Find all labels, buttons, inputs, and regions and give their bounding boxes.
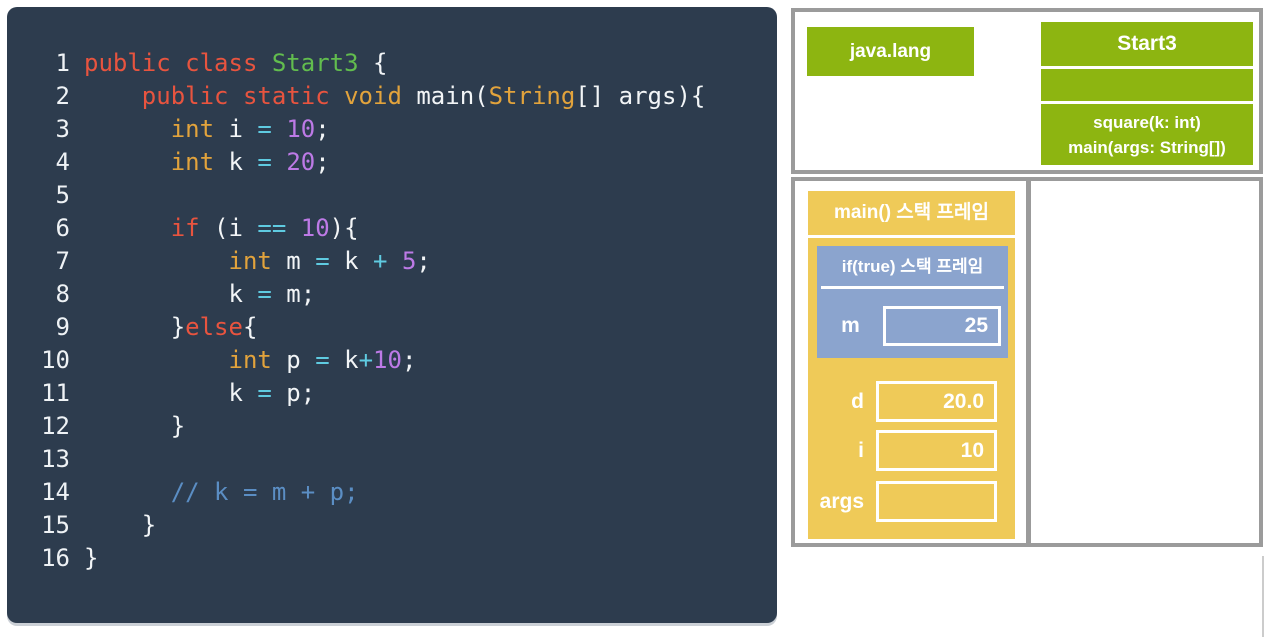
line-number: 11 <box>41 379 70 407</box>
code-line: 9 }else{ <box>40 311 767 344</box>
line-number: 10 <box>41 346 70 374</box>
line-number: 9 <box>55 313 70 341</box>
line-number: 8 <box>55 280 70 308</box>
class-name: Start3 <box>1041 22 1253 66</box>
code-line: 7 int m = k + 5; <box>40 245 767 278</box>
line-number: 14 <box>41 478 70 506</box>
code-line: 5 <box>40 179 767 212</box>
stack-visualization-container: main() 스택 프레임 if(true) 스택 프레임 m 25 d 20.… <box>791 177 1263 547</box>
uml-class-box: Start3 square(k: int) main(args: String[… <box>1041 22 1253 165</box>
code-line: 4 int k = 20; <box>40 146 767 179</box>
code-line: 14 // k = m + p; <box>40 476 767 509</box>
method-square: square(k: int) <box>1093 112 1201 132</box>
right-empty-panel <box>1031 181 1259 543</box>
line-number: 13 <box>41 445 70 473</box>
variable-row-i: i 10 <box>808 430 997 471</box>
main-stack-frame: main() 스택 프레임 if(true) 스택 프레임 m 25 d 20.… <box>808 191 1015 539</box>
class-fields-section <box>1041 69 1253 101</box>
variable-value-box: 25 <box>883 306 1001 346</box>
code-line: 2 public static void main(String[] args)… <box>40 80 767 113</box>
variable-name: d <box>851 389 864 413</box>
code-line: 6 if (i == 10){ <box>40 212 767 245</box>
variable-name: i <box>858 438 864 462</box>
line-number: 2 <box>55 82 70 110</box>
line-number: 15 <box>41 511 70 539</box>
line-number: 3 <box>55 115 70 143</box>
variable-row-d: d 20.0 <box>808 381 997 422</box>
panel-divider <box>1026 181 1031 543</box>
variable-value-box <box>876 481 997 522</box>
package-badge: java.lang <box>807 27 974 76</box>
if-stack-frame: if(true) 스택 프레임 m 25 <box>817 246 1008 358</box>
separator <box>821 286 1004 289</box>
line-number: 5 <box>55 181 70 209</box>
code-line: 11 k = p; <box>40 377 767 410</box>
code-line: 13 <box>40 443 767 476</box>
code-line: 16} <box>40 542 767 575</box>
code-line: 8 k = m; <box>40 278 767 311</box>
if-frame-title: if(true) 스택 프레임 <box>841 257 984 276</box>
variable-name: args <box>819 489 864 513</box>
code-line: 12 } <box>40 410 767 443</box>
uml-diagram-container: java.lang Start3 square(k: int) main(arg… <box>791 8 1263 174</box>
line-number: 7 <box>55 247 70 275</box>
variable-row-args: args <box>808 481 997 522</box>
line-number: 4 <box>55 148 70 176</box>
main-frame-title: main() 스택 프레임 <box>834 202 989 223</box>
class-methods-section: square(k: int) main(args: String[]) <box>1041 104 1253 165</box>
separator <box>808 235 1015 238</box>
line-number: 1 <box>55 49 70 77</box>
variable-row-m: m 25 <box>826 306 1001 346</box>
variable-name: m <box>841 314 860 337</box>
line-number: 16 <box>41 544 70 572</box>
line-number: 12 <box>41 412 70 440</box>
variable-value-box: 20.0 <box>876 381 997 422</box>
variable-value-box: 10 <box>876 430 997 471</box>
code-line: 10 int p = k+10; <box>40 344 767 377</box>
line-number: 6 <box>55 214 70 242</box>
window-edge-line <box>1262 556 1264 637</box>
method-main: main(args: String[]) <box>1068 137 1226 157</box>
code-line: 3 int i = 10; <box>40 113 767 146</box>
code-line: 15 } <box>40 509 767 542</box>
